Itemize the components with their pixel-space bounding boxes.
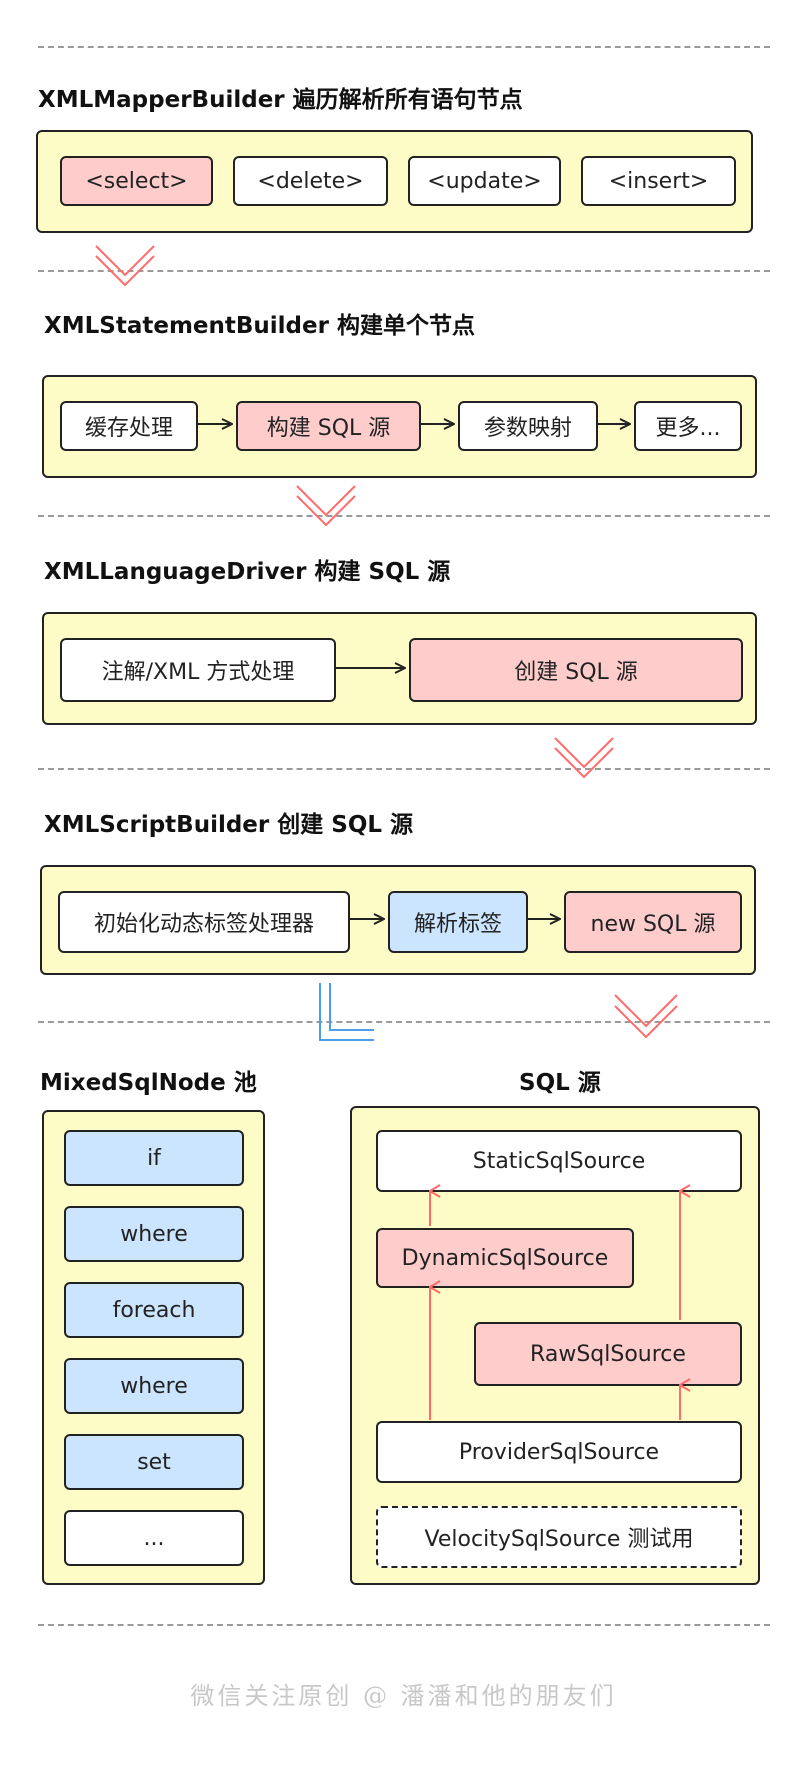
select-node: <select> <box>60 156 213 206</box>
chevron-down-icon <box>95 245 155 287</box>
raw-sql-source: RawSqlSource <box>474 1322 742 1386</box>
sql-source-title: SQL 源 <box>519 1070 601 1096</box>
insert-node: <insert> <box>581 156 736 206</box>
pool-item-where: where <box>64 1206 244 1262</box>
chevron-down-icon <box>554 737 614 779</box>
pool-item-set: set <box>64 1434 244 1490</box>
sql-source-panel: StaticSqlSource DynamicSqlSource RawSqlS… <box>350 1106 760 1585</box>
separator <box>38 270 770 272</box>
chevron-down-icon <box>296 485 356 527</box>
delete-node: <delete> <box>233 156 388 206</box>
chevron-down-icon <box>614 994 678 1039</box>
language-driver-panel: 注解/XML 方式处理 创建 SQL 源 <box>42 612 757 725</box>
init-dynamic-handler-step: 初始化动态标签处理器 <box>58 891 350 953</box>
pool-item-where: where <box>64 1358 244 1414</box>
separator <box>38 1021 770 1023</box>
statement-builder-panel: 缓存处理 构建 SQL 源 参数映射 更多... <box>42 375 757 478</box>
dynamic-sql-source: DynamicSqlSource <box>376 1228 634 1288</box>
separator <box>38 1624 770 1626</box>
cache-step: 缓存处理 <box>60 401 198 451</box>
statement-builder-title: XMLStatementBuilder 构建单个节点 <box>44 313 475 339</box>
script-builder-panel: 初始化动态标签处理器 解析标签 new SQL 源 <box>40 865 756 975</box>
param-mapping-step: 参数映射 <box>458 401 598 451</box>
create-sql-source-step: 创建 SQL 源 <box>409 638 743 702</box>
footer-watermark: 微信关注原创 @ 潘潘和他的朋友们 <box>190 1682 617 1710</box>
pool-item-foreach: foreach <box>64 1282 244 1338</box>
static-sql-source: StaticSqlSource <box>376 1130 742 1192</box>
mapper-builder-panel: <select> <delete> <update> <insert> <box>36 130 753 233</box>
separator <box>38 46 770 48</box>
mapper-builder-title: XMLMapperBuilder 遍历解析所有语句节点 <box>38 87 523 113</box>
provider-sql-source: ProviderSqlSource <box>376 1421 742 1483</box>
update-node: <update> <box>408 156 561 206</box>
corner-down-left-icon <box>319 983 374 1041</box>
pool-item-if: if <box>64 1130 244 1186</box>
more-step: 更多... <box>634 401 742 451</box>
annotation-xml-step: 注解/XML 方式处理 <box>60 638 336 702</box>
mixed-sql-node-pool-title: MixedSqlNode 池 <box>40 1070 257 1096</box>
pool-item-more: ... <box>64 1510 244 1566</box>
separator <box>38 768 770 770</box>
build-sql-source-step: 构建 SQL 源 <box>236 401 421 451</box>
script-builder-title: XMLScriptBuilder 创建 SQL 源 <box>44 812 414 838</box>
new-sql-source-step: new SQL 源 <box>564 891 742 953</box>
mixed-sql-node-pool-panel: if where foreach where set ... <box>42 1110 265 1585</box>
language-driver-title: XMLLanguageDriver 构建 SQL 源 <box>44 559 451 585</box>
parse-tags-step: 解析标签 <box>388 891 528 953</box>
separator <box>38 515 770 517</box>
velocity-sql-source: VelocitySqlSource 测试用 <box>376 1506 742 1568</box>
